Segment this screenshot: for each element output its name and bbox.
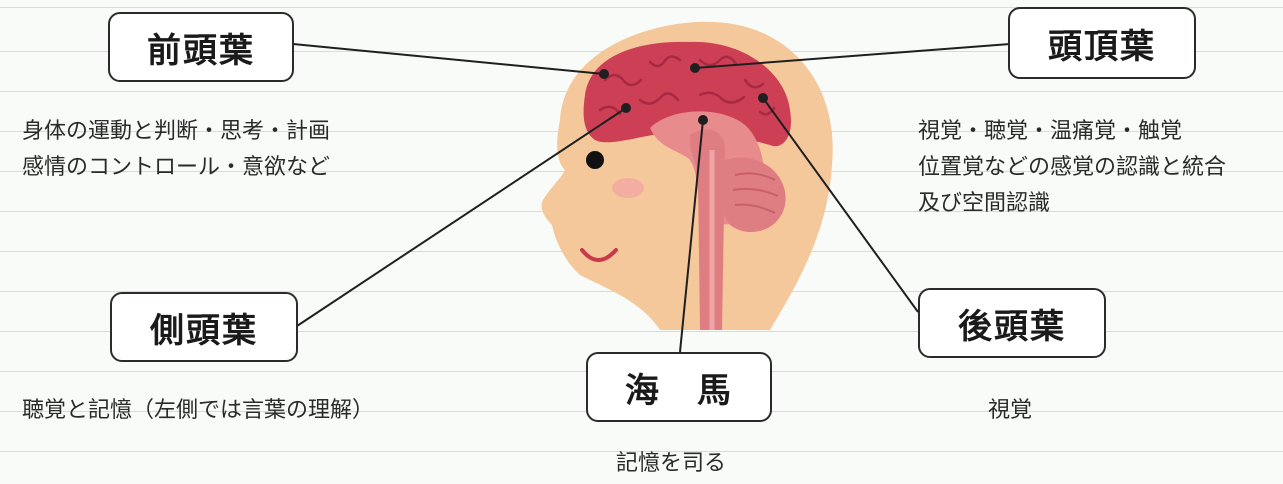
mouth [580, 248, 618, 262]
connector-lines [292, 43, 1011, 353]
hippocampus-label: 海 馬 [586, 352, 772, 422]
eye [586, 151, 604, 169]
description-line: 感情のコントロール・意欲など [22, 155, 331, 180]
cerebellum-folds [732, 172, 779, 214]
frontal-lobe-description: 身体の運動と判断・思考・計画 感情のコントロール・意欲など [22, 114, 330, 186]
brainstem [689, 129, 725, 330]
description-line: 聴覚と記憶（左側では言葉の理解） [22, 398, 375, 423]
temporal-lobe-label: 側頭葉 [110, 292, 298, 362]
occipital-lobe-label: 後頭葉 [918, 288, 1106, 358]
hippocampus-description: 記憶を司る [616, 446, 726, 482]
connector-dots [599, 63, 768, 125]
description-line: 記憶を司る [616, 451, 727, 476]
description-line: 身体の運動と判断・思考・計画 [22, 119, 331, 144]
description-line: 視覚・聴覚・温痛覚・触覚 [918, 119, 1183, 144]
frontal-lobe-label: 前頭葉 [108, 12, 294, 82]
description-line: 及び空間認識 [918, 191, 1051, 216]
cheek [612, 178, 644, 198]
description-line: 位置覚などの感覚の認識と統合 [918, 155, 1227, 180]
description-line: 視覚 [988, 398, 1033, 423]
brain-cortex [583, 41, 791, 147]
parietal-lobe-label: 頭頂葉 [1008, 7, 1196, 79]
occipital-lobe-description: 視覚 [988, 393, 1032, 429]
temporal-lobe-description: 聴覚と記憶（左側では言葉の理解） [22, 393, 374, 429]
parietal-lobe-description: 視覚・聴覚・温痛覚・触覚 位置覚などの感覚の認識と統合 及び空間認識 [918, 114, 1226, 222]
